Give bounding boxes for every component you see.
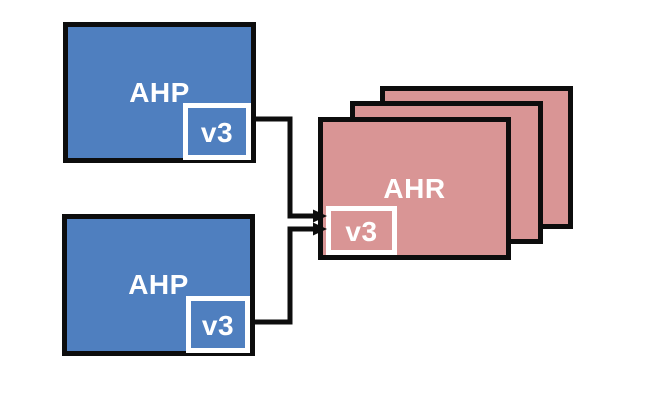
node-ahp-bottom: AHP v3 bbox=[62, 214, 255, 356]
node-ahp-top-version-box: v3 bbox=[183, 103, 251, 160]
node-ahp-bottom-version-box: v3 bbox=[186, 296, 250, 353]
node-ahp-bottom-version-label: v3 bbox=[201, 310, 235, 341]
node-ahr-version-box: v3 bbox=[326, 206, 397, 255]
node-ahr-label: AHR bbox=[383, 172, 446, 204]
node-ahp-top: AHP v3 bbox=[63, 22, 256, 163]
node-ahr-version-label: v3 bbox=[345, 216, 378, 247]
connector-ahp-bottom-to-ahr bbox=[250, 222, 327, 325]
node-ahp-bottom-label: AHP bbox=[128, 269, 189, 300]
node-ahp-top-version-label: v3 bbox=[200, 117, 234, 148]
connector-ahp-top-to-ahr bbox=[251, 116, 327, 223]
node-ahr: AHR v3 bbox=[318, 117, 511, 260]
node-ahp-top-label: AHP bbox=[129, 76, 190, 108]
